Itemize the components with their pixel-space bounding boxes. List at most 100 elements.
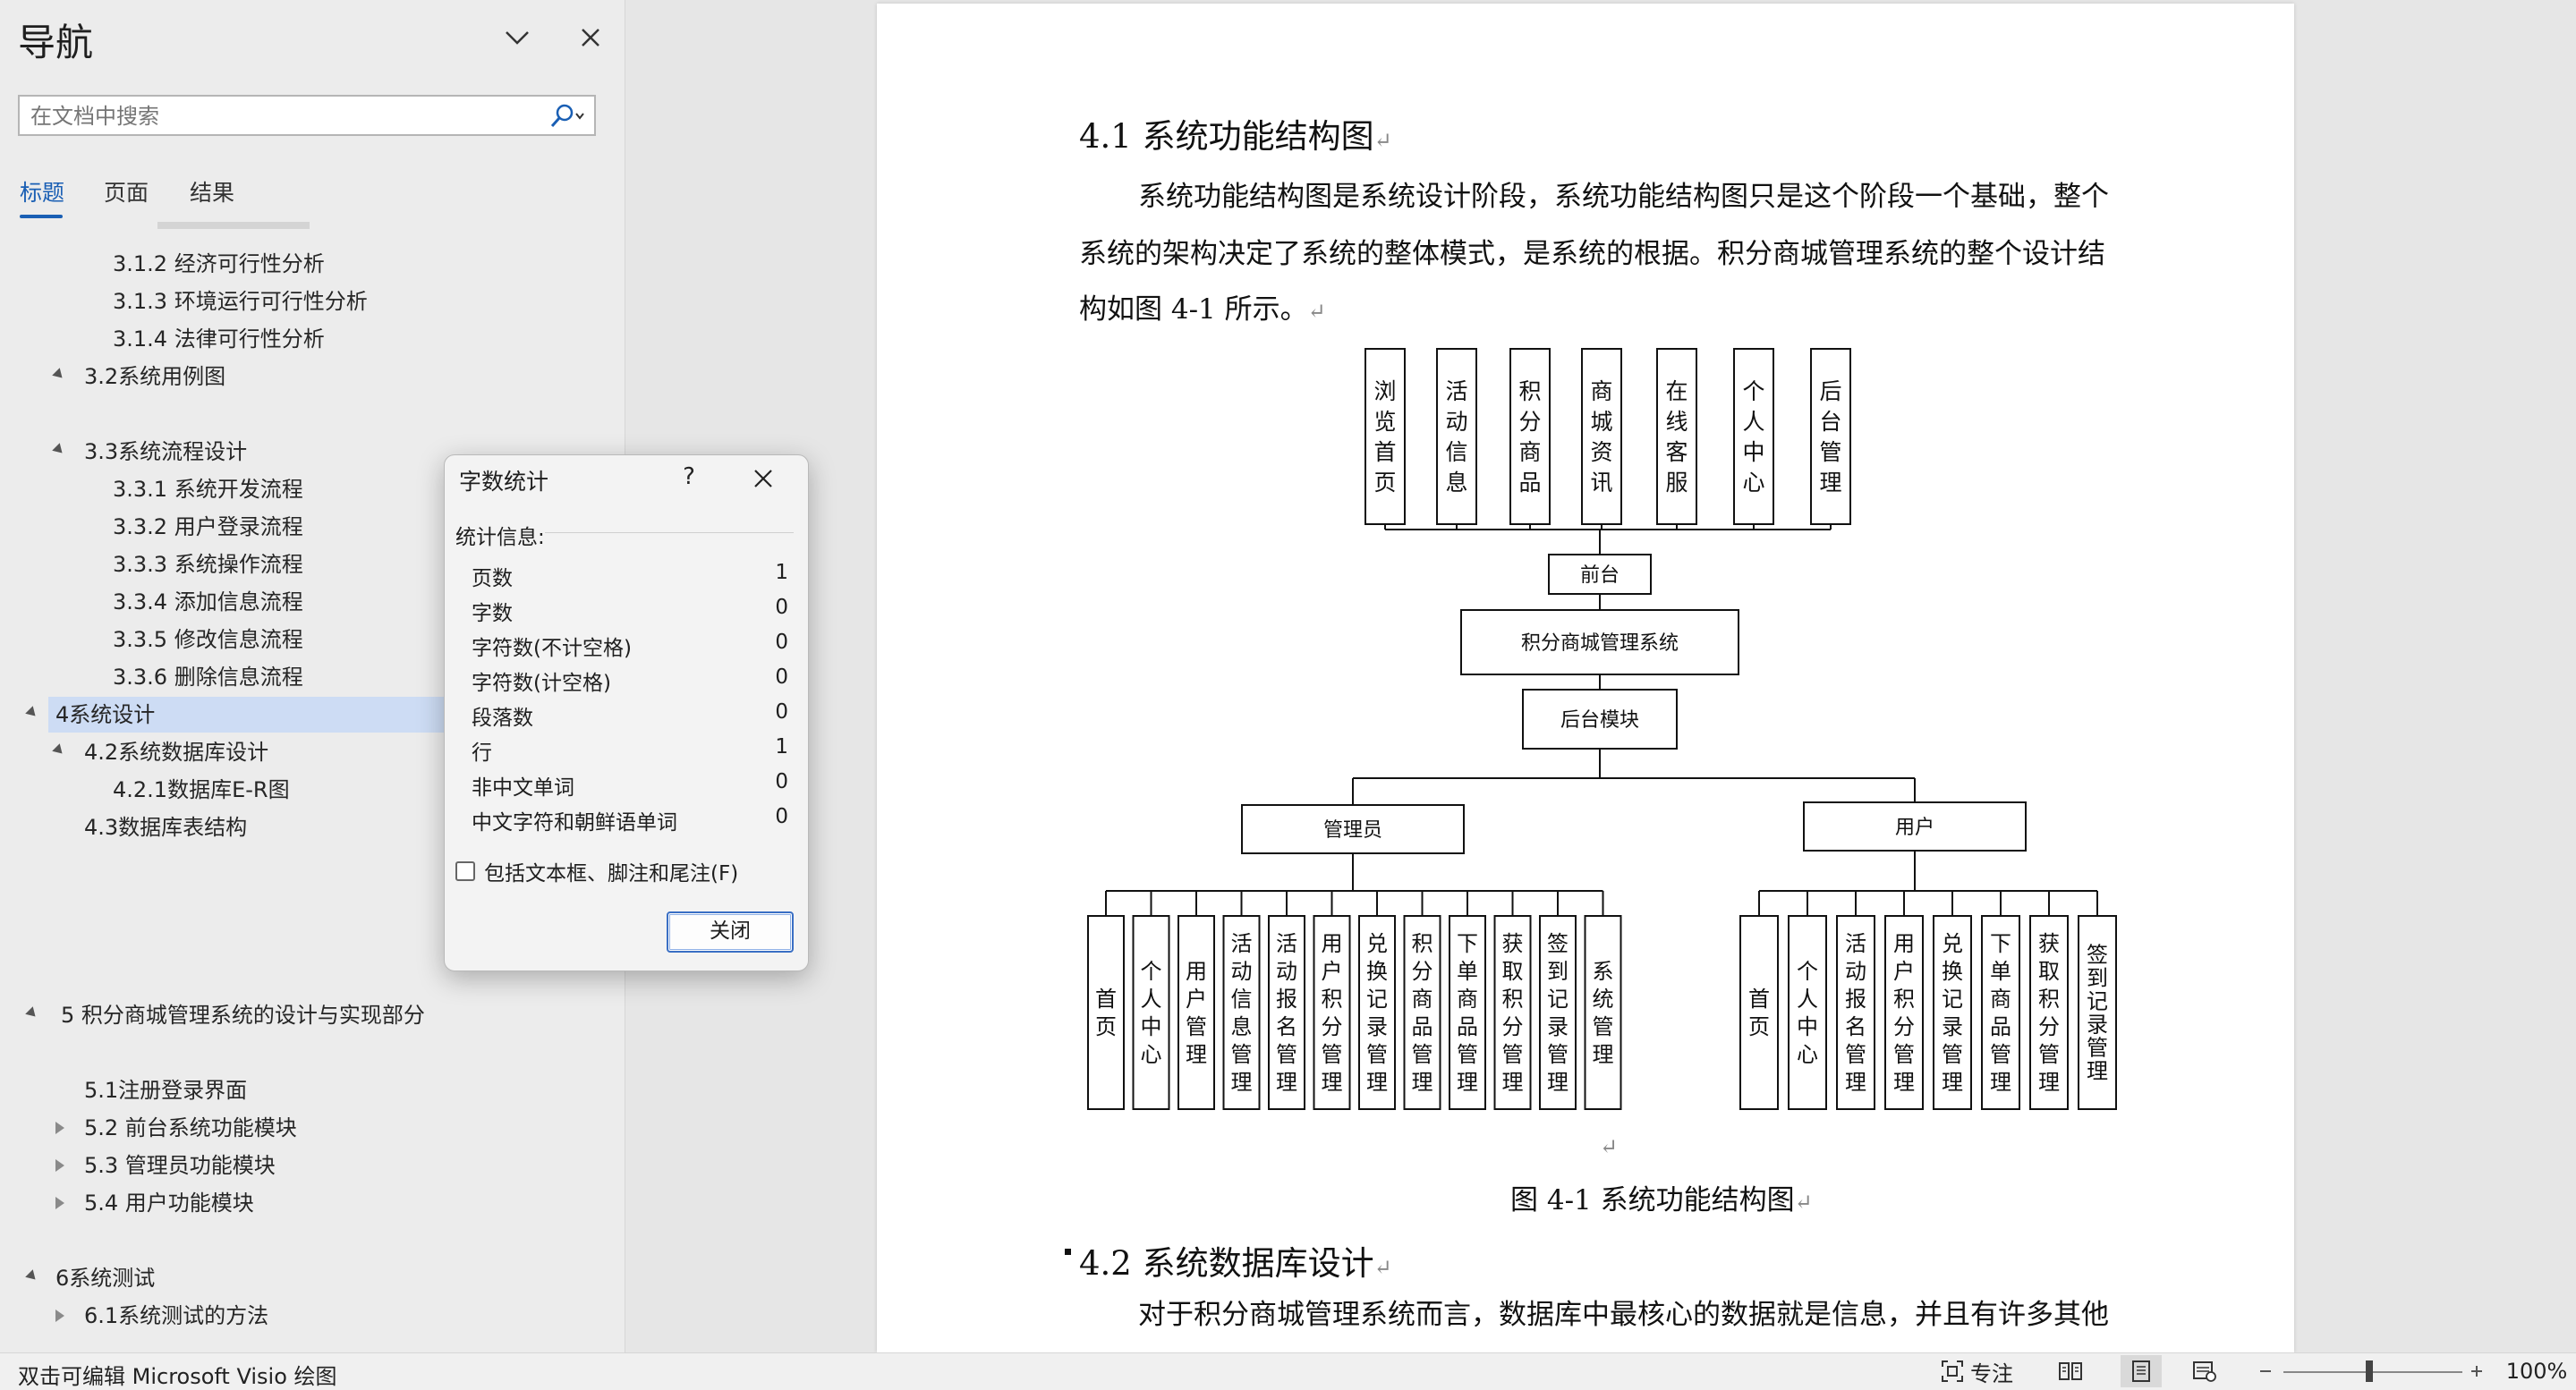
diagram-char: 管 <box>1547 1042 1569 1067</box>
diagram-char: 首 <box>1095 987 1117 1012</box>
diagram-char: 管 <box>1366 1042 1388 1067</box>
diagram-char: 获 <box>2038 931 2060 956</box>
nav-heading-5[interactable]: 5 积分商城管理系统的设计与实现部分 <box>61 1003 425 1028</box>
stat-value: 0 <box>775 805 788 828</box>
chevron-down-icon[interactable] <box>499 20 535 55</box>
diagram-char: 管 <box>1231 1042 1253 1067</box>
focus-label: 专注 <box>1970 1360 2013 1386</box>
collapse-arrow-icon[interactable] <box>52 443 66 457</box>
nav-heading-6[interactable]: 6系统测试 <box>55 1266 156 1291</box>
tab-pages[interactable]: 页面 <box>104 180 149 206</box>
print-layout-icon[interactable] <box>2121 1355 2162 1387</box>
admin-box: 管理员 <box>1241 804 1465 854</box>
document-page[interactable]: 4.1 系统功能结构图↵ 系统功能结构图是系统设计阶段，系统功能结构图只是这个阶… <box>877 4 2294 1352</box>
function-structure-diagram[interactable]: 浏览首页活动信息积分商品商城资讯在线客服个人中心后台管理前台积分商城管理系统后台… <box>877 4 2294 1157</box>
nav-heading-3-3[interactable]: 3.3系统流程设计 <box>84 439 248 464</box>
expand-arrow-icon[interactable] <box>55 1309 64 1322</box>
stat-label: 段落数 <box>472 707 533 730</box>
nav-heading-3-1-3[interactable]: 3.1.3 环境运行可行性分析 <box>113 289 368 314</box>
paragraph-mark: ↵ <box>1600 1134 1619 1159</box>
expand-arrow-icon[interactable] <box>55 1159 64 1172</box>
nav-heading-3-1-4[interactable]: 3.1.4 法律可行性分析 <box>113 326 325 352</box>
dialog-title: 字数统计 <box>459 469 549 495</box>
zoom-level[interactable]: 100% <box>2505 1359 2568 1384</box>
nav-heading-4-2[interactable]: 4.2系统数据库设计 <box>84 740 269 765</box>
diagram-char: 记 <box>1942 987 1963 1012</box>
diagram-label: 前台 <box>1580 564 1620 587</box>
backend-box: 后台模块 <box>1522 689 1678 750</box>
paragraph-line[interactable]: 系统的架构决定了系统的整体模式，是系统的根据。积分商城管理系统的整个设计结 <box>1079 238 2105 270</box>
nav-heading-5-2[interactable]: 5.2 前台系统功能模块 <box>84 1115 297 1140</box>
status-message: 双击可编辑 Microsoft Visio 绘图 <box>18 1364 337 1389</box>
diagram-char: 分 <box>1518 409 1541 435</box>
diagram-char: 理 <box>1186 1042 1207 1067</box>
read-mode-icon[interactable] <box>2053 1355 2088 1387</box>
close-icon[interactable] <box>745 461 781 496</box>
tab-headings[interactable]: 标题 <box>20 180 65 206</box>
checkbox-box[interactable] <box>455 861 475 881</box>
heading-4-2[interactable]: 4.2 系统数据库设计↵ <box>1079 1244 1392 1283</box>
nav-heading-3-2[interactable]: 3.2系统用例图 <box>84 364 226 389</box>
diagram-char: 户 <box>1893 959 1915 984</box>
diagram-char: 页 <box>1373 470 1396 496</box>
diagram-char: 理 <box>1366 1070 1388 1095</box>
nav-heading-5-4[interactable]: 5.4 用户功能模块 <box>84 1191 254 1216</box>
nav-heading-5-1[interactable]: 5.1注册登录界面 <box>84 1078 248 1103</box>
diagram-char: 线 <box>1665 409 1688 435</box>
diagram-char: 动 <box>1845 959 1866 984</box>
nav-heading-4-2-1[interactable]: 4.2.1数据库E-R图 <box>113 777 290 802</box>
diagram-char: 理 <box>1231 1070 1253 1095</box>
web-layout-icon[interactable] <box>2187 1355 2223 1387</box>
collapse-arrow-icon[interactable] <box>25 1006 39 1021</box>
diagram-char: 首 <box>1373 439 1396 465</box>
zoom-slider-thumb[interactable] <box>2366 1360 2373 1382</box>
nav-heading-3-3-2[interactable]: 3.3.2 用户登录流程 <box>113 514 303 539</box>
diagram-char: 品 <box>1518 470 1541 496</box>
stat-label: 字数 <box>472 602 513 625</box>
stat-value: 0 <box>775 596 788 619</box>
expand-arrow-icon[interactable] <box>55 1122 64 1134</box>
expand-arrow-icon[interactable] <box>55 1197 64 1209</box>
diagram-char: 信 <box>1445 439 1467 465</box>
diagram-char: 录 <box>1366 1014 1388 1039</box>
diagram-char: 人 <box>1141 987 1162 1012</box>
diagram-char: 管 <box>1819 439 1841 465</box>
tab-results[interactable]: 结果 <box>190 180 235 206</box>
collapse-arrow-icon[interactable] <box>25 706 39 720</box>
search-input[interactable] <box>29 102 533 131</box>
nav-heading-3-3-4[interactable]: 3.3.4 添加信息流程 <box>113 589 303 614</box>
figure-caption[interactable]: 图 4-1 系统功能结构图↵ <box>1510 1184 1813 1216</box>
zoom-in-icon[interactable] <box>2466 1355 2487 1387</box>
nav-heading-3-3-3[interactable]: 3.3.3 系统操作流程 <box>113 552 303 577</box>
nav-heading-3-3-5[interactable]: 3.3.5 修改信息流程 <box>113 627 303 652</box>
zoom-slider[interactable] <box>2283 1371 2462 1373</box>
include-textboxes-checkbox[interactable]: 包括文本框、脚注和尾注(F) <box>455 856 738 886</box>
nav-heading-6-1[interactable]: 6.1系统测试的方法 <box>84 1303 269 1328</box>
nav-heading-4-3[interactable]: 4.3数据库表结构 <box>84 815 248 840</box>
paragraph-line[interactable]: 系统功能结构图是系统设计阶段，系统功能结构图只是这个阶段一个基础，整个 <box>1138 181 2109 213</box>
diagram-char: 管 <box>1412 1042 1433 1067</box>
heading-4-1[interactable]: 4.1 系统功能结构图↵ <box>1079 117 1392 156</box>
close-button[interactable]: 关闭 <box>667 911 794 953</box>
collapse-arrow-icon[interactable] <box>52 743 66 758</box>
search-icon[interactable] <box>542 102 591 131</box>
nav-heading-5-3[interactable]: 5.3 管理员功能模块 <box>84 1153 276 1178</box>
help-button[interactable]: ? <box>683 463 695 490</box>
diagram-char: 统 <box>1593 987 1614 1012</box>
collapse-arrow-icon[interactable] <box>52 368 66 382</box>
nav-heading-3-3-1[interactable]: 3.3.1 系统开发流程 <box>113 477 303 502</box>
nav-heading-3-3-6[interactable]: 3.3.6 删除信息流程 <box>113 665 303 690</box>
diagram-char: 分 <box>2038 1014 2060 1039</box>
paragraph-line[interactable]: 对于积分商城管理系统而言，数据库中最核心的数据就是信息，并且有许多其他 <box>1138 1299 2109 1331</box>
collapse-arrow-icon[interactable] <box>25 1269 39 1284</box>
diagram-char: 览 <box>1373 409 1396 435</box>
nav-heading-3-1-2[interactable]: 3.1.2 经济可行性分析 <box>113 251 325 276</box>
diagram-char: 单 <box>1990 959 2011 984</box>
paragraph-line[interactable]: 构如图 4-1 所示。↵ <box>1079 293 1326 326</box>
zoom-out-icon[interactable] <box>2255 1355 2276 1387</box>
nav-heading-4[interactable]: 4系统设计 <box>48 697 453 733</box>
close-icon[interactable] <box>573 20 608 55</box>
focus-mode-button[interactable]: 专注 <box>1936 1355 2017 1387</box>
